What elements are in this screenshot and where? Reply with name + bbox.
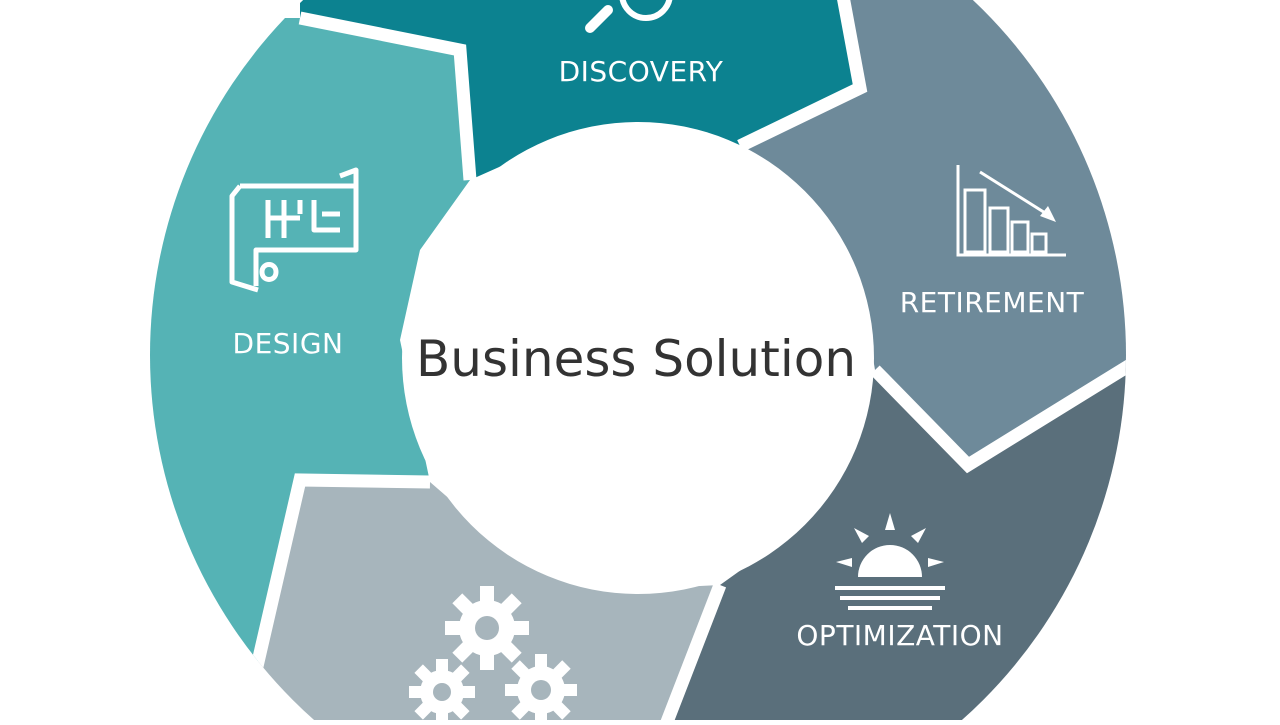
design-label: DESIGN <box>233 327 344 360</box>
retirement-label: RETIREMENT <box>900 286 1085 319</box>
magnifier-icon <box>585 0 673 33</box>
optimization-label: OPTIMIZATION <box>796 619 1003 652</box>
segment-separators <box>233 0 1126 725</box>
discovery-label: DISCOVERY <box>559 55 724 88</box>
center-disc <box>402 122 874 594</box>
gears-icon <box>409 586 577 725</box>
sunrise-icon <box>835 513 945 610</box>
blueprint-icon <box>229 167 359 293</box>
center-label: Business Solution <box>416 330 856 388</box>
declining-chart-icon <box>956 165 1066 257</box>
segment-discovery <box>300 0 860 180</box>
